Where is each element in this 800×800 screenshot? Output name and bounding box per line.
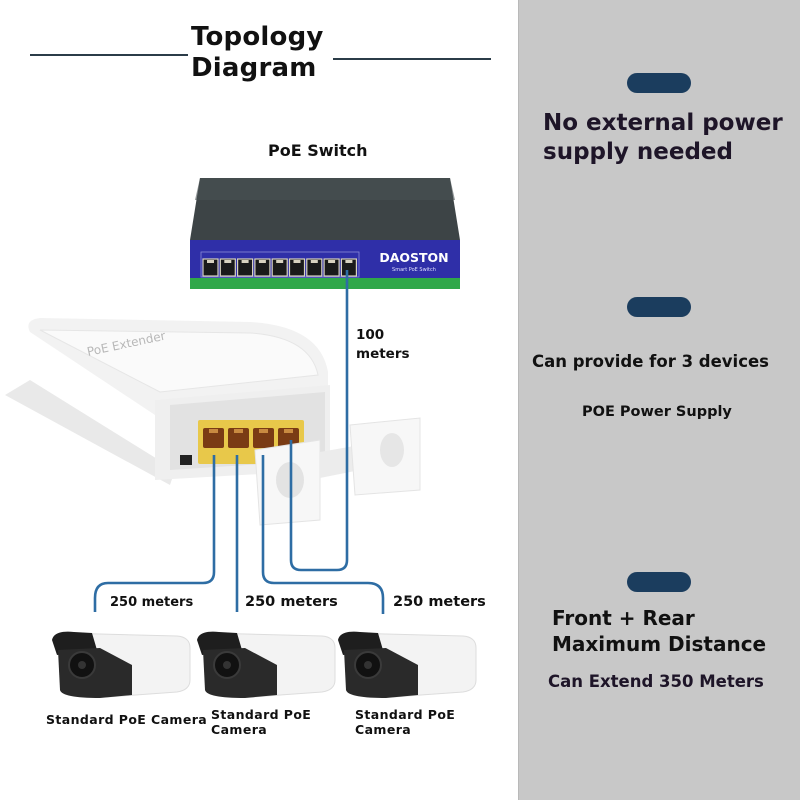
title-line-1: Topology — [191, 22, 324, 52]
title-line-2: Diagram — [191, 53, 317, 83]
camera-label-1-line-1: Standard PoE Camera — [46, 712, 208, 727]
topology-graphic: DAOSTON Smart PoE Switch PoE Extender — [5, 178, 477, 698]
switch-brand: DAOSTON — [379, 250, 448, 265]
extender-port-group — [203, 428, 299, 448]
title-rule-right — [333, 58, 491, 60]
feature-1-heading-line-2: supply needed — [543, 139, 733, 165]
downlink-cable-1 — [93, 455, 216, 612]
poe-extender-device: PoE Extender — [5, 318, 421, 526]
extender-port — [278, 428, 299, 448]
topology-panel: Topology Diagram PoE Switch DAOSTON Smar… — [5, 22, 491, 737]
feature-1-heading: No external power supply needed — [543, 109, 783, 167]
feature-2-pill — [627, 297, 691, 317]
feature-3-heading-line-2: Maximum Distance — [552, 632, 767, 656]
switch-port — [271, 258, 288, 277]
feature-3-pill — [627, 572, 691, 592]
features-panel: No external power supply needed Can prov… — [518, 0, 800, 800]
switch-port — [288, 258, 306, 277]
poe-switch-device: DAOSTON Smart PoE Switch — [190, 178, 460, 289]
feature-3-subtext: Can Extend 350 Meters — [548, 672, 764, 691]
switch-model: Smart PoE Switch — [392, 267, 436, 273]
switch-port — [340, 258, 357, 277]
feature-3-heading: Front + Rear Maximum Distance — [552, 605, 766, 657]
feature-2-heading: Can provide for 3 devices — [532, 352, 770, 371]
camera-label-2-line-2: Camera — [211, 722, 268, 737]
title-rule-left — [30, 54, 188, 56]
camera-label-1: Standard PoE Camera — [46, 712, 207, 727]
switch-port-group — [202, 258, 357, 277]
switch-label: PoE Switch — [268, 141, 368, 160]
uplink-distance-value: 100 — [356, 327, 385, 343]
switch-port — [306, 258, 323, 277]
uplink-distance-unit: meters — [356, 346, 410, 362]
camera-label-2: Standard PoE Camera — [211, 707, 311, 737]
feature-3-heading-line-1: Front + Rear — [552, 606, 695, 630]
downlink-distance-label-3: 250 meters — [393, 594, 486, 610]
switch-port — [219, 258, 236, 277]
camera-label-3: Standard PoE Camera — [355, 707, 455, 737]
feature-2-subtext: POE Power Supply — [582, 404, 732, 420]
switch-port — [237, 258, 254, 277]
switch-port — [254, 258, 271, 277]
cable-group — [93, 270, 385, 614]
feature-1-pill — [627, 73, 691, 93]
camera-label-2-line-1: Standard PoE — [211, 707, 312, 722]
uplink-cable — [289, 270, 349, 572]
camera-label-3-line-2: Camera — [355, 722, 412, 737]
camera-1-icon — [52, 631, 191, 698]
page-title: Topology Diagram — [191, 22, 324, 84]
downlink-cable-3 — [261, 455, 385, 614]
extender-port — [253, 428, 274, 448]
camera-group — [52, 631, 477, 698]
switch-port — [323, 258, 340, 277]
downlink-distance-label-1: 250 meters — [110, 595, 194, 610]
camera-label-3-line-1: Standard PoE — [355, 707, 456, 722]
feature-1-heading-line-1: No external power — [543, 110, 783, 136]
extender-port — [203, 428, 224, 448]
switch-port — [202, 258, 219, 277]
downlink-distance-label-2: 250 meters — [245, 594, 338, 610]
extender-port — [228, 428, 249, 448]
uplink-distance-label: 100 meters — [356, 326, 410, 364]
camera-2-icon — [197, 631, 336, 698]
camera-3-icon — [338, 631, 477, 698]
